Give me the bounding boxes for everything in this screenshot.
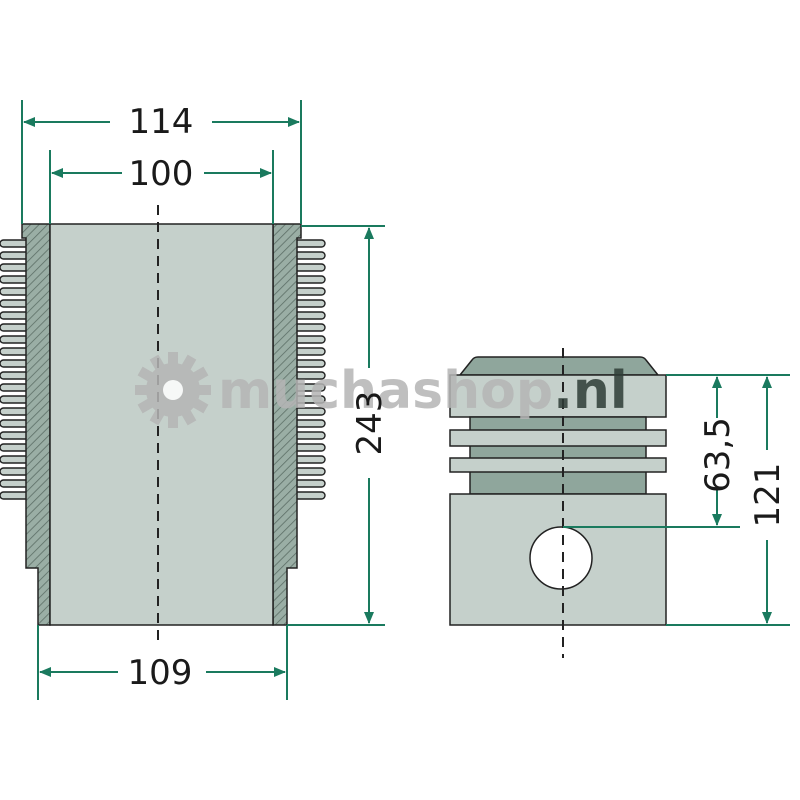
dim-label-121: 121 — [748, 463, 788, 528]
dimension-lines — [21, 100, 790, 700]
watermark: muchashop.nl — [135, 352, 628, 428]
dim-label-109: 109 — [128, 653, 193, 693]
cooling-fin — [292, 479, 326, 488]
piston-crown-land — [449, 374, 667, 418]
cooling-fin — [292, 251, 326, 260]
cylinder-liner — [0, 205, 326, 640]
watermark-text: muchashop — [218, 361, 553, 421]
piston — [449, 348, 667, 658]
cooling-fin — [292, 347, 326, 356]
piston-pin-hole — [529, 526, 593, 590]
piston-ring-2 — [449, 457, 667, 473]
cylinder-bore — [49, 223, 274, 626]
cooling-fin — [292, 239, 326, 248]
cooling-fin — [292, 335, 326, 344]
cylinder-wall-left — [21, 223, 51, 626]
cylinder-wall-right — [272, 223, 302, 626]
cooling-fin — [292, 431, 326, 440]
piston-crown-top — [458, 356, 660, 376]
gear-tooth — [197, 385, 211, 395]
dim-label-114: 114 — [129, 102, 194, 142]
svg-text:muchashop.nl: muchashop.nl — [218, 361, 628, 421]
cooling-fin — [292, 275, 326, 284]
cooling-fin — [292, 299, 326, 308]
cooling-fin — [292, 323, 326, 332]
piston-ring-groove-body — [469, 416, 647, 495]
gear-tooth — [135, 385, 149, 395]
cylinder-fins-right — [292, 239, 326, 500]
cooling-fin — [292, 443, 326, 452]
cooling-fin — [292, 455, 326, 464]
dim-label-100: 100 — [129, 154, 194, 194]
gear-tooth — [168, 414, 178, 428]
cooling-fin — [292, 263, 326, 272]
cooling-fin — [292, 467, 326, 476]
gear-logo-icon — [135, 352, 211, 428]
cooling-fin — [292, 419, 326, 428]
cooling-fin — [292, 311, 326, 320]
cooling-fin — [292, 287, 326, 296]
dim-label-243: 243 — [350, 391, 390, 456]
watermark-tld: .nl — [553, 361, 628, 421]
piston-ring-1 — [449, 429, 667, 447]
cooling-fin — [292, 491, 326, 500]
dim-label-63-5: 63,5 — [698, 417, 738, 493]
gear-tooth — [168, 352, 178, 366]
